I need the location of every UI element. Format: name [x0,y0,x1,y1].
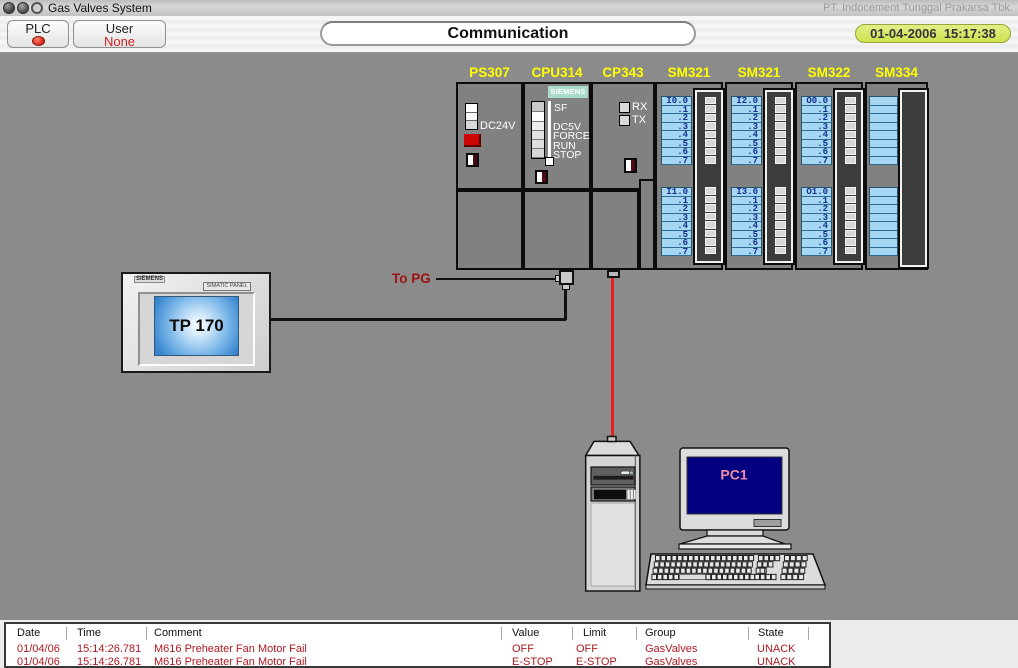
svg-text:PC1: PC1 [720,467,747,483]
